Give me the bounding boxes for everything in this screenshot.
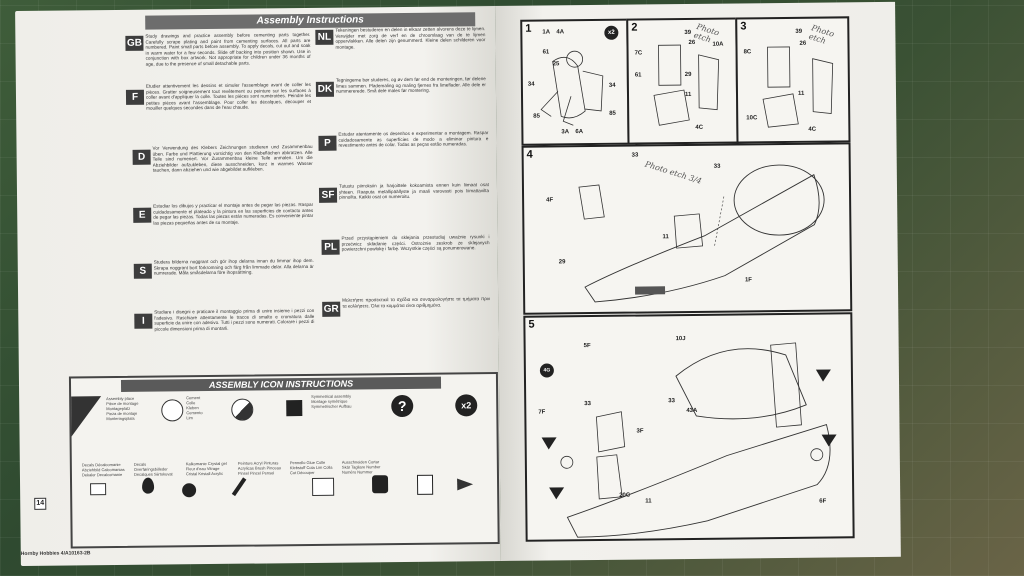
paragraph-gb: Study drawings and practice assembly bef… (145, 31, 311, 67)
lang-tag-e: E (133, 207, 152, 223)
label-26: 26 (688, 39, 696, 46)
question-mark-icon: ? (391, 394, 414, 418)
label-25: 25 (552, 61, 560, 68)
step-2-drawing (653, 44, 720, 126)
label-39-step3: 39 (795, 28, 803, 35)
lang-tag-p: P (318, 135, 337, 151)
paragraph-s: Studera bilderna noggrant och gör ihop d… (153, 257, 314, 276)
paragraph-i: Studiare i disegni e praticare il montag… (154, 307, 315, 332)
label-11: 11 (684, 91, 692, 99)
label-3a: 3A (561, 129, 570, 136)
icon-legend-text-bottom: Decals Décalcomanie Abziehbild Calcomani… (81, 459, 381, 478)
label-6f: 6F (819, 498, 827, 505)
label-61: 61 (542, 49, 550, 56)
label-34-b: 34 (608, 82, 616, 89)
paragraph-f: Etudier attentivement les dessins et sim… (145, 81, 312, 112)
assembly-icon-box: ASSEMBLY ICON INSTRUCTIONS ? x2 Assembly… (68, 372, 500, 549)
instruction-booklet: Assembly Instructions GB Study drawings … (15, 1, 981, 571)
paragraph-pl: Przed przystąpieniem do sklejania przest… (341, 234, 490, 252)
label-33-b: 33 (713, 163, 721, 170)
label-34-a: 34 (527, 81, 535, 88)
step-1-drawing (540, 50, 604, 126)
label-4c: 4C (695, 124, 704, 131)
paragraph-nl: Tekeningen bestuderen en delen in elkaar… (335, 26, 486, 50)
lang-tag-dk: DK (315, 81, 335, 97)
x2-icon: x2 (455, 394, 478, 417)
x2-badge: x2 (604, 25, 619, 40)
paragraph-dk: Tegningerne bør studeres, og øv dem før … (335, 76, 486, 94)
step-3-panel: 3 8C 39 26 11 10C 4C Photo etch (735, 16, 851, 144)
paragraph-sf: Tutustu piirroksiin ja harjoittele kokoa… (338, 182, 490, 200)
label-4c-step3: 4C (808, 126, 817, 133)
assembly-icon-header: ASSEMBLY ICON INSTRUCTIONS (120, 376, 442, 392)
label-1a: 1A (542, 29, 551, 36)
label-4a: 4A (556, 29, 565, 36)
lang-tag-f: F (125, 89, 145, 105)
lang-tag-sf: SF (318, 187, 338, 203)
label-10j: 10J (675, 336, 686, 343)
label-61-step2: 61 (634, 72, 642, 79)
paragraph-p: Estudar atentamente os desenhos e experi… (338, 130, 489, 148)
lang-tag-i: I (134, 313, 153, 329)
label-10c: 10C (746, 115, 758, 122)
white-circle-icon (161, 399, 184, 422)
paragraph-e: Estudiar los dibujos y practicar el mont… (153, 201, 314, 226)
label-11-step5: 11 (645, 498, 652, 505)
label-33-step5-b: 33 (668, 398, 675, 405)
label-1f: 1F (744, 277, 753, 284)
label-39: 39 (684, 29, 692, 37)
label-6a: 6A (575, 129, 584, 136)
right-page: 1 1A 4A x2 61 25 34 34 85 85 3A 6A 2 (495, 1, 901, 561)
step-3-drawing (762, 46, 834, 128)
lang-tag-gb: GB (125, 35, 144, 51)
label-85-a: 85 (533, 113, 540, 120)
label-29-step4: 29 (558, 259, 566, 266)
label-7f: 7F (538, 409, 546, 416)
label-4f: 4F (546, 197, 554, 204)
label-11-step3: 11 (797, 90, 805, 97)
label-33-a: 33 (631, 152, 639, 159)
label-7c: 7C (634, 50, 643, 57)
dark-square-icon (286, 400, 303, 417)
step-2-panel: 2 7C 39 26 10A 4C 61 29 11 Photo etch (626, 17, 739, 145)
label-8c: 8C (743, 49, 752, 56)
page-number: 14 (34, 497, 47, 510)
paragraph-d: Vor Verwendung des Klebers Zeichnungen s… (152, 143, 313, 173)
label-43a: 43A (686, 407, 698, 415)
step-4-panel: 4 33 33 4F 29 1F 11 Photo etch 3/4 (521, 142, 853, 315)
label-20c: 20C (619, 492, 631, 499)
label-85-b: 85 (609, 110, 616, 117)
lang-tag-s: S (133, 263, 152, 279)
step-4-drawing (578, 164, 825, 303)
lang-tag-d: D (132, 149, 151, 165)
left-page: Assembly Instructions GB Study drawings … (15, 6, 501, 567)
lang-tag-pl: PL (321, 239, 340, 255)
half-circle-icon (231, 398, 254, 421)
label-4g: 4G (539, 363, 554, 378)
label-11-step4: 11 (662, 234, 669, 241)
label-3f: 3F (636, 428, 644, 435)
label-29: 29 (684, 71, 692, 79)
label-33-step5-a: 33 (584, 401, 591, 408)
step-5-panel: 5 5F 10J 4G 7F 33 43A 3F 33 20C (523, 312, 855, 542)
label-5f: 5F (583, 343, 591, 350)
paragraph-gr: Μελετήστε προσεκτικά τα σχέδια και συναρ… (342, 296, 491, 309)
step-1-panel: 1 1A 4A x2 61 25 34 34 85 85 3A 6A (520, 18, 630, 146)
step-5-drawing (541, 342, 837, 538)
lang-tag-nl: NL (315, 29, 334, 45)
footer-text: Hornby Hobbies 4/A10163-2B (20, 550, 91, 558)
lang-tag-gr: GR (322, 301, 341, 317)
triangle-icon (71, 396, 102, 437)
label-26-step3: 26 (799, 40, 807, 47)
